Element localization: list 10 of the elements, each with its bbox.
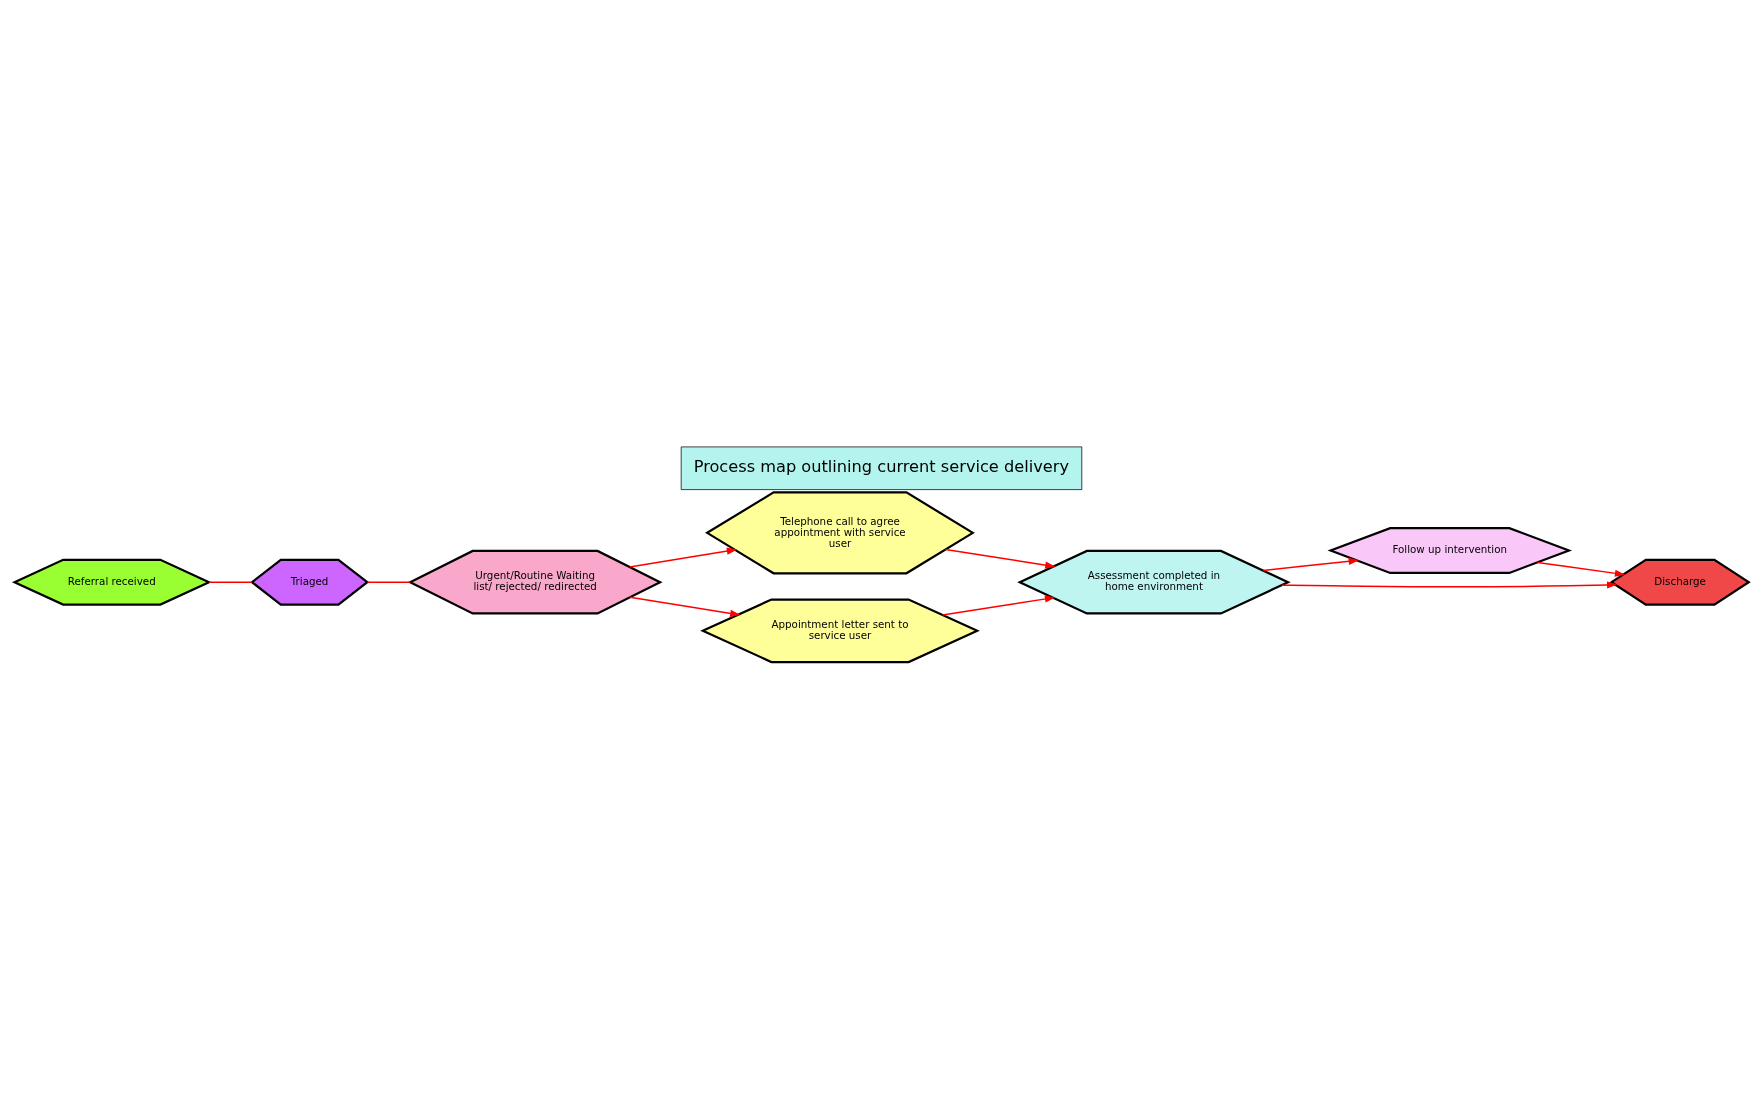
- diagram-title: Process map outlining current service delivery: [693, 457, 1069, 477]
- arrow: [1536, 561, 1626, 577]
- arrow: [1262, 557, 1359, 572]
- connector: [366, 581, 411, 583]
- connector: [208, 581, 253, 583]
- arrow: [629, 596, 741, 617]
- arrow: [944, 548, 1056, 569]
- arrow: [1281, 581, 1618, 589]
- arrow: [629, 547, 738, 568]
- arrow: [941, 595, 1056, 616]
